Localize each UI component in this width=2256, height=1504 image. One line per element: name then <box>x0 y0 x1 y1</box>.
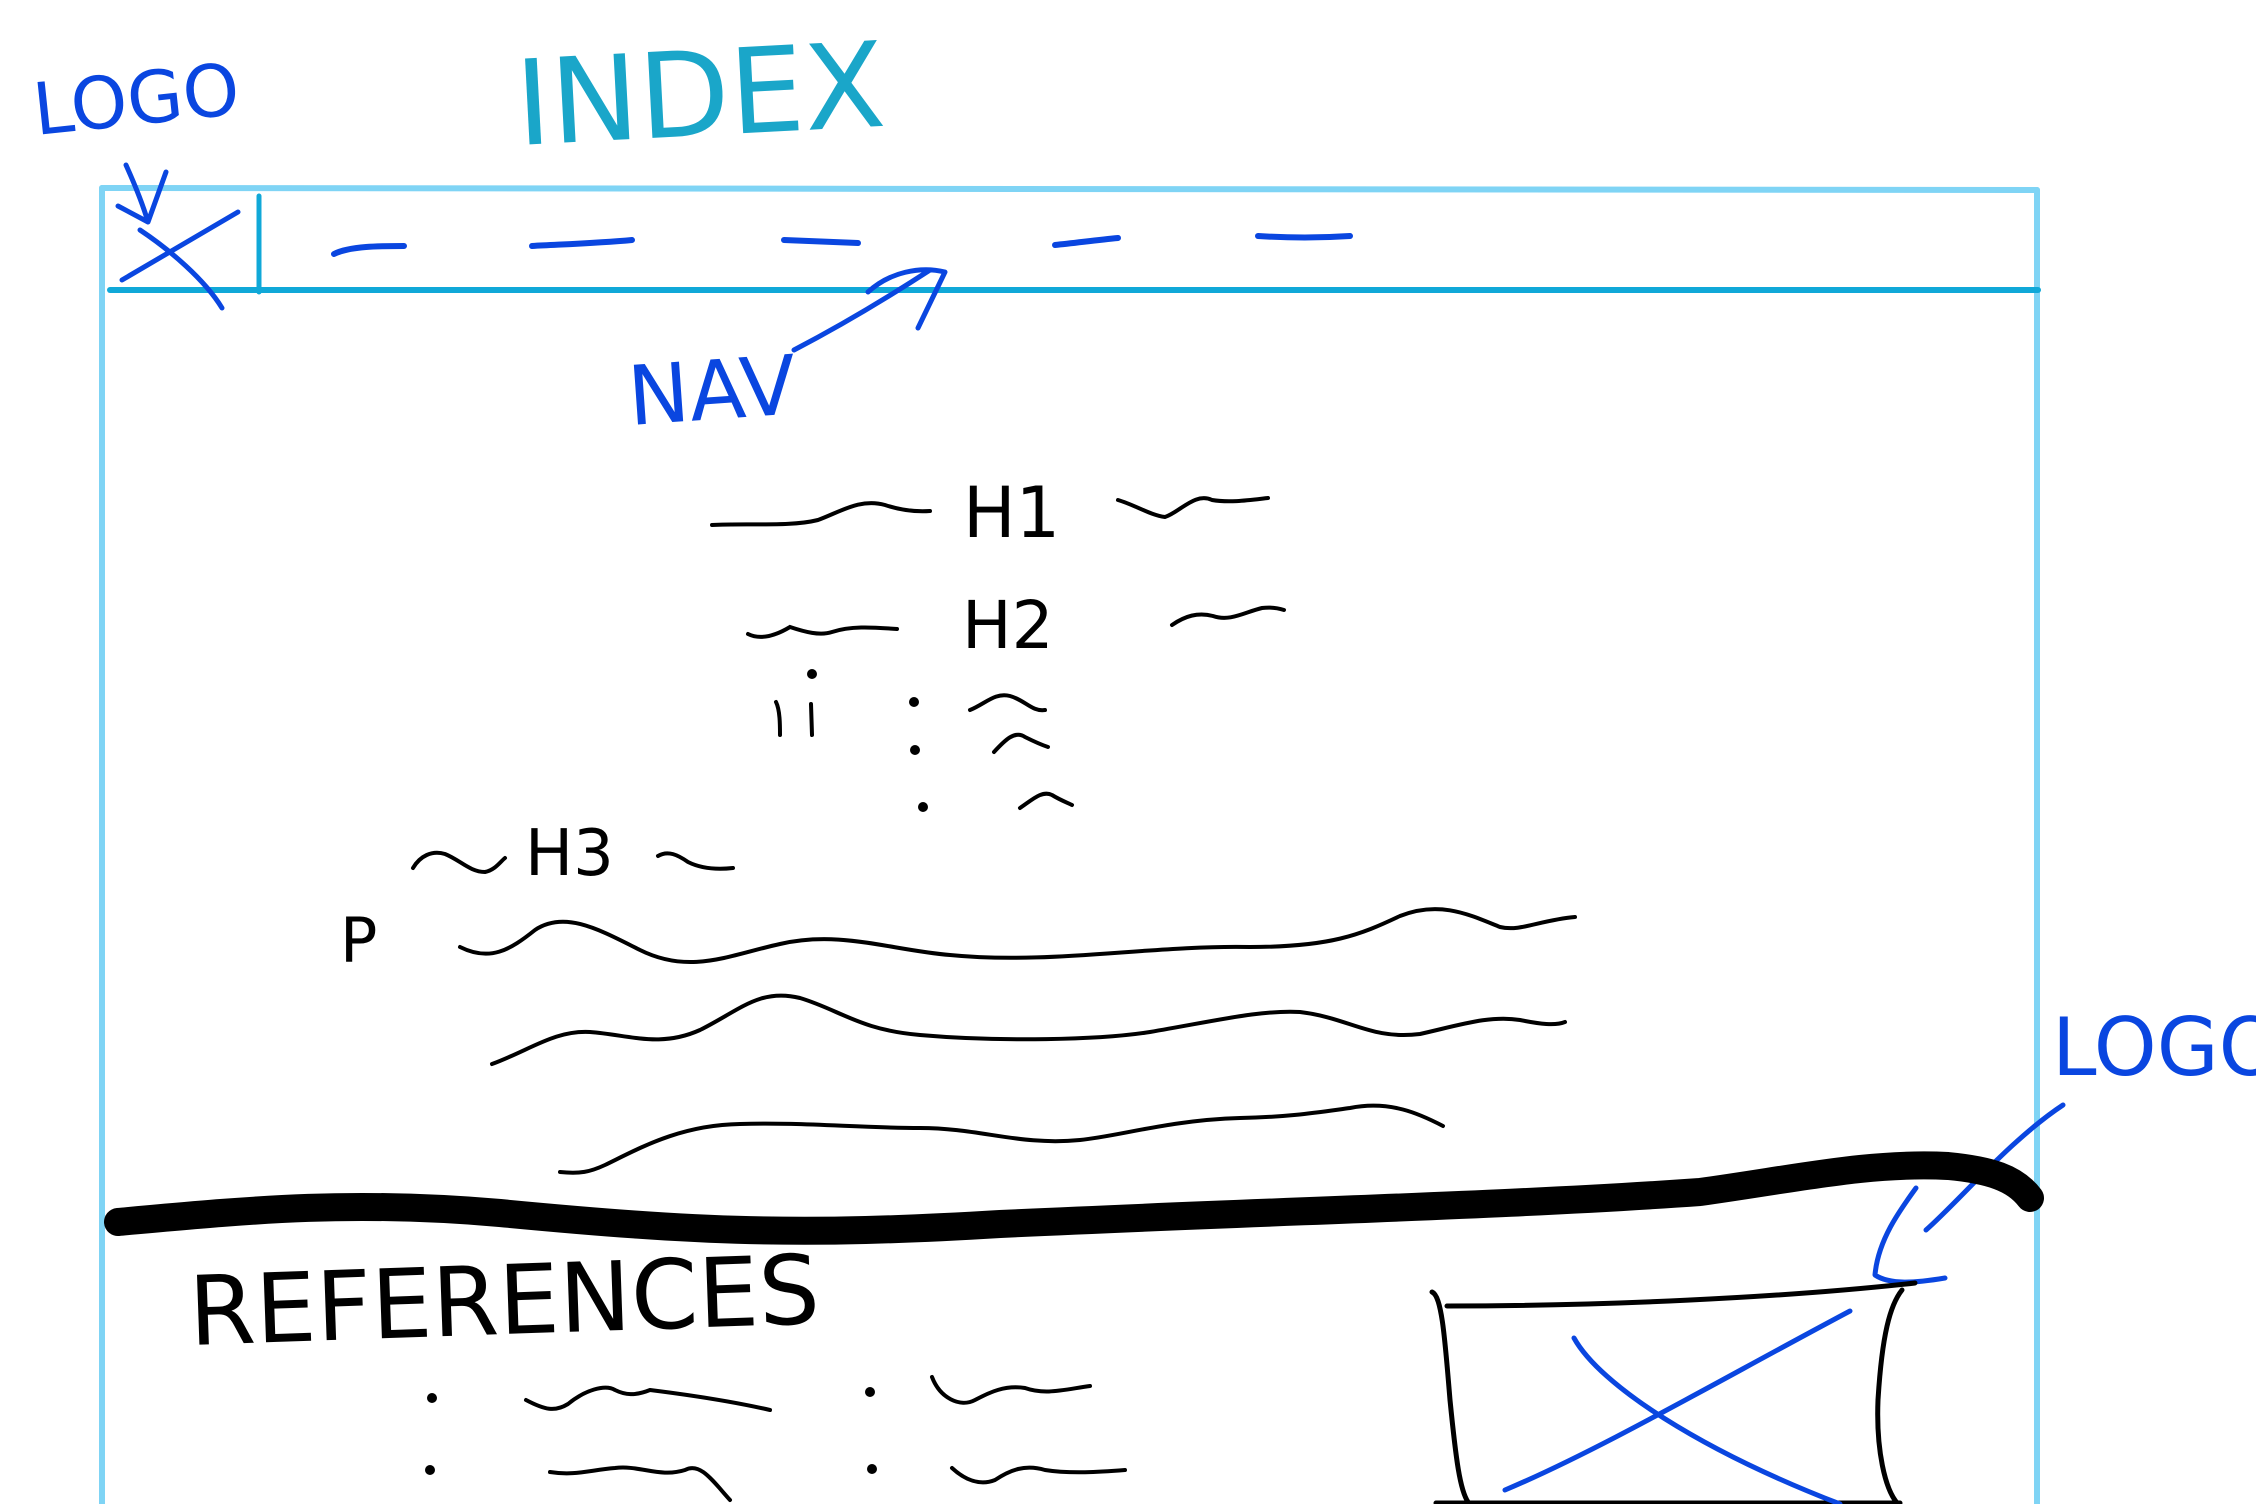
nav-item-2 <box>529 237 635 249</box>
h3-squiggle-left <box>411 850 507 875</box>
bottom-logo-placeholder <box>1429 1280 1918 1504</box>
bottom-logo-box <box>1429 1280 1918 1504</box>
h2-squiggle-right <box>1170 605 1286 627</box>
page-frame <box>99 185 2040 1504</box>
h1-squiggle-left <box>710 501 932 527</box>
reference-dot-4 <box>867 1464 877 1474</box>
logo-arrow <box>115 162 169 225</box>
reference-dot-3 <box>865 1387 875 1397</box>
sub-list-marker <box>774 700 814 737</box>
paragraph-marker: P <box>340 904 377 977</box>
list-item-1 <box>968 693 1047 713</box>
reference-dot-1 <box>427 1393 437 1403</box>
x-placeholder-icon <box>1502 1308 1853 1504</box>
paragraph-line-3 <box>558 1103 1445 1175</box>
top-logo-placeholder <box>119 209 241 311</box>
reference-item-4 <box>950 1465 1127 1485</box>
reference-item-2 <box>930 1375 1092 1405</box>
index-title: INDEX <box>512 16 888 173</box>
nav-arrow <box>791 267 948 353</box>
nav-items <box>331 233 1353 257</box>
reference-item-3 <box>548 1465 732 1502</box>
list-dot-2 <box>910 745 920 755</box>
list-item-2 <box>992 732 1050 754</box>
logo-annotation-bottom: LOGO <box>2052 1001 2256 1094</box>
sub-list <box>774 669 1074 812</box>
list-dot-3 <box>918 802 928 812</box>
h3-label: H3 <box>525 817 614 891</box>
h2-heading-line: H2 <box>746 587 1286 664</box>
reference-dot-2 <box>425 1465 435 1475</box>
references-list <box>425 1375 1127 1502</box>
list-dot-1 <box>909 697 919 707</box>
annotation-arrows <box>115 162 2066 1285</box>
h1-squiggle-right <box>1116 496 1270 520</box>
nav-item-5 <box>1255 233 1353 241</box>
sub-list-dot <box>807 669 817 679</box>
h1-heading-line: H1 <box>710 472 1270 554</box>
nav-item-3 <box>781 237 861 246</box>
h3-heading-line: H3 <box>411 817 735 891</box>
section-divider <box>104 1151 2044 1245</box>
logo-annotation-top: LOGO <box>29 47 243 152</box>
reference-item-1 <box>524 1385 772 1412</box>
paragraph-line-2 <box>490 993 1567 1066</box>
nav-item-1 <box>331 243 407 257</box>
h2-label: H2 <box>962 587 1054 664</box>
list-item-3 <box>1018 791 1074 810</box>
h2-squiggle-left <box>746 624 899 639</box>
paragraph-lines <box>458 907 1577 1175</box>
nav-annotation: NAV <box>625 338 800 445</box>
x-placeholder-icon <box>119 209 241 311</box>
nav-item-4 <box>1052 235 1121 248</box>
h1-label: H1 <box>963 472 1060 554</box>
paragraph-line-1 <box>458 907 1577 964</box>
h3-squiggle-right <box>656 851 735 871</box>
references-heading: REFERENCES <box>187 1234 822 1368</box>
